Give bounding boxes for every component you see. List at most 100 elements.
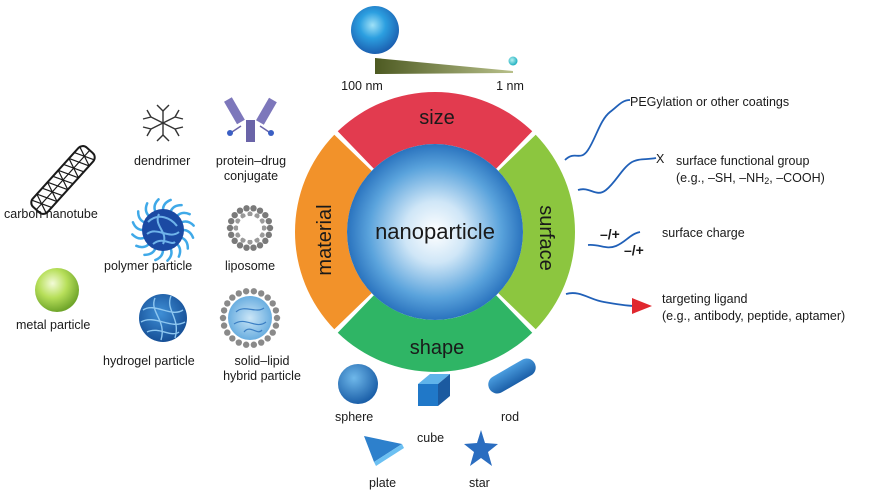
cube-label: cube: [417, 431, 445, 445]
functional-group-marker: X: [656, 152, 665, 166]
lipid-head: [236, 207, 244, 214]
lipid-head: [229, 335, 236, 342]
lipid-head: [272, 322, 280, 329]
lipid-head: [231, 237, 238, 245]
size-segment: [337, 92, 533, 169]
lipid-head: [233, 225, 239, 231]
star-icon: [464, 430, 498, 466]
hydrogel-particle-label: hydrogel particle: [103, 354, 195, 368]
metal-particle-icon: [35, 268, 79, 312]
polymer-tail: [175, 211, 191, 218]
charge-tail: [587, 231, 641, 249]
lipid-head: [229, 294, 236, 301]
shape-label: shape: [410, 337, 465, 359]
large-particle-icon: [351, 6, 399, 54]
lipid-head: [269, 300, 276, 307]
lipid-head: [250, 205, 257, 212]
lipid-head: [243, 244, 250, 251]
size-small-label: 1 nm: [496, 79, 524, 93]
lipid-head: [264, 294, 271, 301]
polymer-tail: [181, 228, 195, 239]
hydrogel-particle-icon: [139, 294, 187, 342]
protein-drug-conjugate-label: protein–drug conjugate: [211, 154, 291, 184]
functional-group-examples: (e.g., –SH, –NH2, –COOH): [676, 171, 825, 189]
lipid-head: [247, 239, 253, 245]
lipid-head: [231, 211, 238, 219]
dendrimer-label: dendrimer: [134, 154, 191, 168]
sphere-label: sphere: [335, 410, 374, 424]
charge-symbol-top: –/+: [600, 226, 620, 242]
lipid-head: [243, 205, 250, 212]
lipid-head: [256, 242, 264, 249]
polymer-tail: [166, 247, 173, 262]
lipid-head: [258, 290, 265, 297]
metal-particle-label: metal particle: [16, 318, 91, 332]
protein-drug-line1: protein–drug: [215, 154, 287, 168]
lipid-head: [272, 307, 280, 314]
lipid-head: [242, 288, 250, 295]
polymer-tail: [144, 202, 151, 218]
polymer-tail: [169, 203, 183, 213]
polymer-tail: [161, 198, 172, 212]
lipid-head: [236, 242, 244, 249]
ligand-arrow-icon: [632, 298, 652, 314]
polymer-tail: [153, 198, 160, 213]
lipid-head: [220, 322, 228, 329]
material-label: material: [314, 204, 336, 275]
solid-lipid-hybrid-icon: [219, 288, 281, 348]
ligand-tail: [565, 292, 637, 307]
polymer-particle-icon: [131, 198, 195, 262]
nanoparticle-label: nanoparticle: [375, 219, 495, 244]
lipid-head: [235, 232, 241, 238]
lipid-head: [254, 213, 260, 219]
lipid-head: [266, 224, 274, 232]
polymer-tail: [131, 233, 146, 240]
lipid-head: [265, 217, 272, 225]
lipid-head: [250, 244, 257, 251]
lipid-head: [226, 224, 234, 232]
rod-label: rod: [501, 410, 520, 424]
material-segment: [295, 134, 372, 330]
functional-group-tail: [577, 157, 657, 194]
size-large-label: 100 nm: [341, 79, 383, 93]
functional-group-subscript: 2: [764, 176, 770, 186]
solid-lipid-line1: solid–lipid: [234, 354, 290, 368]
lipid-head: [235, 290, 242, 297]
polymer-tail: [131, 221, 145, 232]
lipid-head: [264, 335, 271, 342]
lipid-head: [220, 307, 228, 314]
polymer-tail: [135, 242, 151, 249]
lipid-head: [224, 300, 231, 307]
functional-group-title: surface functional group: [676, 154, 810, 168]
liposome-icon: [226, 205, 274, 251]
lipid-head: [254, 237, 260, 243]
functional-group-suffix: , –COOH): [769, 171, 825, 185]
carbon-nanotube-icon: [30, 145, 96, 215]
lipid-head: [247, 211, 253, 217]
functional-group-prefix: (e.g., –SH, –NH: [676, 171, 765, 185]
liposome-label: liposome: [225, 259, 276, 273]
lipid-head: [242, 341, 250, 348]
dendrimer-icon: [142, 104, 184, 142]
surface-charge-label: surface charge: [662, 226, 745, 240]
surface-segment: [498, 134, 575, 330]
solid-lipid-hybrid-label: solid–lipid hybrid particle: [214, 354, 310, 384]
lipid-head: [259, 218, 265, 224]
polymer-tail: [175, 242, 182, 258]
lipid-head: [219, 314, 227, 322]
lipid-head: [259, 232, 265, 238]
lipid-head: [228, 231, 235, 239]
plate-icon: [364, 436, 404, 466]
plate-label: plate: [369, 476, 397, 490]
polymer-tail: [136, 210, 146, 224]
size-scale: 100 nm 1 nm: [341, 6, 524, 93]
protein-drug-line2: conjugate: [223, 169, 279, 183]
solid-lipid-line2: hybrid particle: [223, 369, 301, 383]
size-wedge-icon: [375, 58, 513, 74]
rod-icon: [488, 358, 536, 394]
small-particle-icon: [508, 56, 518, 66]
star-label: star: [469, 476, 490, 490]
lipid-head: [262, 211, 269, 219]
cube-icon: [418, 374, 450, 406]
